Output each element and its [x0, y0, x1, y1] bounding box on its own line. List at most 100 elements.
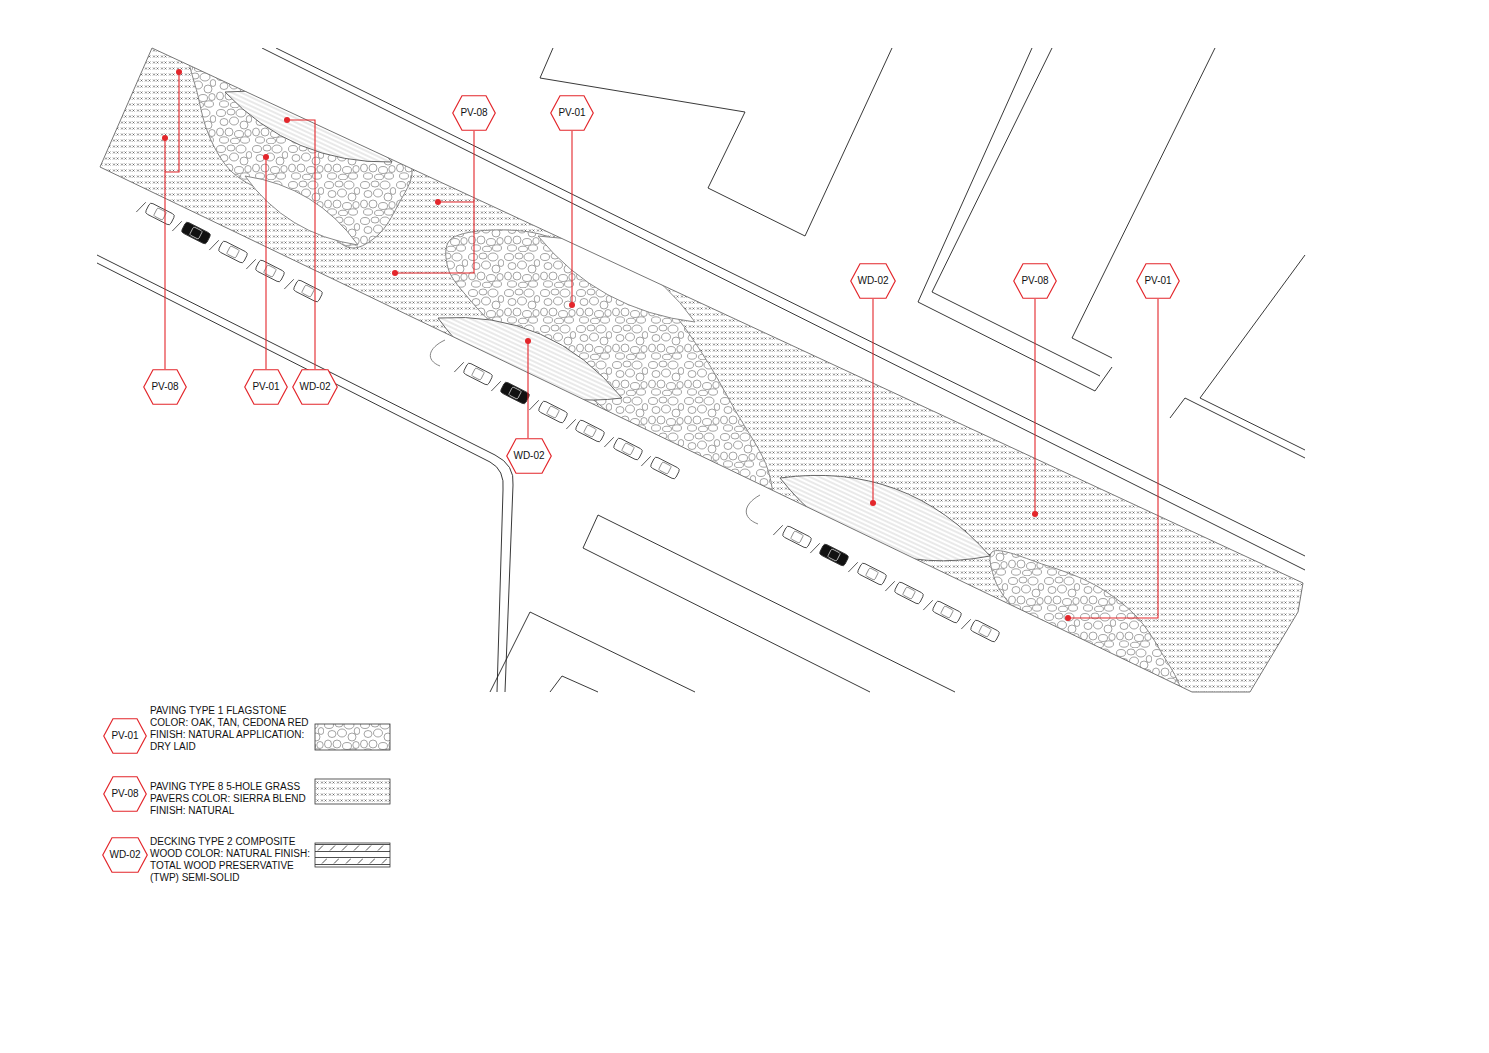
hexagon-outline	[850, 263, 896, 299]
material-code: WD-02	[299, 381, 330, 393]
car-cabin	[828, 549, 841, 562]
car-body	[463, 362, 493, 385]
building-outline	[490, 612, 695, 692]
building-outline	[918, 48, 1112, 391]
stall-line	[848, 560, 857, 573]
callout-tag: PV-08	[452, 95, 496, 131]
stall-line	[773, 523, 782, 536]
stall-line	[491, 379, 500, 392]
callout-tag: WD-02	[292, 369, 338, 405]
car-cabin	[302, 285, 315, 298]
callout-tag: PV-01	[550, 95, 594, 131]
legend-swatch	[315, 843, 390, 867]
leader-line	[527, 341, 528, 438]
stall-line	[885, 579, 894, 592]
leader-dot	[162, 135, 168, 141]
leader-dots	[162, 69, 1071, 621]
legend-text: PAVING TYPE 1 FLAGSTONE COLOR: OAK, TAN,…	[150, 705, 312, 753]
car-body	[293, 279, 323, 302]
leader-line	[571, 131, 572, 305]
car-body	[932, 600, 962, 623]
hexagon-outline	[103, 776, 147, 812]
car-icon	[885, 578, 924, 608]
callout-tag: PV-01	[1136, 263, 1180, 299]
material-code: PV-08	[1021, 275, 1048, 287]
stall-line	[604, 435, 613, 448]
car-cabin	[509, 387, 522, 400]
car-cabin	[190, 227, 203, 240]
car-body	[613, 437, 643, 460]
car-icon	[566, 416, 605, 446]
hexagon-outline	[143, 369, 187, 405]
car-icon	[923, 597, 962, 627]
leader-line	[438, 201, 474, 202]
hexagon-outline	[244, 369, 288, 405]
decking-area	[225, 91, 392, 162]
car-icon	[848, 559, 887, 589]
car-cabin	[941, 606, 954, 619]
car-body	[819, 543, 849, 566]
car-cabin	[791, 531, 804, 544]
leader-line	[164, 138, 165, 369]
leader-dot	[569, 302, 575, 308]
building-outline	[1170, 398, 1305, 458]
callout-tag: WD-02	[506, 438, 552, 474]
car-icon	[773, 522, 812, 552]
car-icon	[136, 199, 175, 229]
car-icon	[491, 378, 530, 408]
leader-line	[165, 72, 179, 172]
stall-line	[246, 257, 255, 270]
callout-tag: WD-02	[850, 263, 896, 299]
stall-line	[641, 454, 650, 467]
car-cabin	[903, 587, 916, 600]
hexagon-outline	[103, 718, 147, 754]
material-code: PV-08	[151, 381, 178, 393]
car-body	[575, 419, 605, 442]
car-body	[181, 221, 211, 244]
callout-tag: PV-01	[244, 369, 288, 405]
hexagon-outline	[292, 369, 338, 405]
legend-text: PAVING TYPE 8 5-HOLE GRASS PAVERS COLOR:…	[150, 781, 312, 817]
stall-line	[284, 277, 293, 290]
car-body	[894, 581, 924, 604]
car-cabin	[659, 462, 672, 475]
leader-line	[1068, 299, 1158, 618]
stall-line	[209, 238, 218, 251]
car-body	[782, 525, 812, 548]
material-code: PV-08	[460, 107, 487, 119]
hexagon-shape	[1137, 264, 1180, 299]
car-body	[218, 240, 248, 263]
stall-line	[961, 617, 970, 630]
car-icon	[810, 540, 849, 570]
car-cabin	[622, 443, 635, 456]
car-cabin	[472, 368, 485, 381]
leader-line	[265, 157, 266, 369]
callout-tag: PV-08	[143, 369, 187, 405]
callout-tag: PV-08	[103, 776, 147, 812]
hexagon-outline	[1136, 263, 1180, 299]
hexagon-shape	[144, 370, 187, 405]
material-code: WD-02	[857, 275, 888, 287]
callout-tag: PV-01	[103, 718, 147, 754]
material-code: PV-01	[252, 381, 279, 393]
car-icon	[172, 218, 211, 248]
leader-dot	[263, 154, 269, 160]
legend-swatches	[315, 724, 390, 867]
plaza-outline	[100, 48, 1303, 692]
hexagon-outline	[452, 95, 496, 131]
stall-line	[136, 200, 145, 213]
hexagon-outline	[102, 837, 148, 873]
hexagon-shape	[507, 439, 552, 474]
callout-tag: WD-02	[102, 837, 148, 873]
material-code: WD-02	[513, 450, 544, 462]
leader-dot	[870, 500, 876, 506]
leader-dot	[435, 199, 441, 205]
paving-regions	[188, 42, 1181, 702]
decking-area	[438, 317, 622, 400]
car-body	[650, 456, 680, 479]
hexagon-shape	[293, 370, 338, 405]
hexagon-shape	[104, 719, 147, 754]
